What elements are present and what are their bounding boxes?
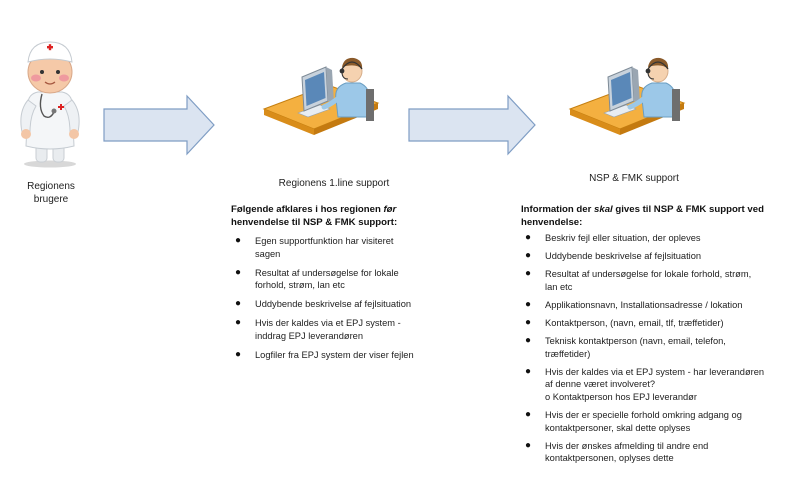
bullet-icon: ●	[525, 232, 532, 243]
support-agent-icon	[568, 55, 686, 141]
bullet-icon: ●	[235, 317, 242, 329]
users-label-line: brugere	[33, 194, 69, 205]
bullet-icon: ●	[235, 235, 242, 246]
list-item-line: kontaktpersonen, oplyses dette	[545, 453, 674, 464]
list-item-line: inddrag EPJ leverandøren	[255, 331, 364, 342]
users-label-line: Regionens	[27, 181, 75, 192]
list-item-line: Uddybende beskrivelse af fejlsituation	[545, 251, 702, 262]
nurse-figure-icon	[14, 38, 88, 168]
list-item: ● Hvis der kaldes via et EPJ system - har…	[521, 366, 791, 404]
list-item: ● Hvis der ønskes afmelding til andre end…	[521, 440, 791, 465]
bullet-icon: ●	[235, 266, 242, 278]
left-bullet-list: ● Egen supportfunktion har visiteret sagen…	[231, 235, 461, 368]
list-item: ● Teknisk kontaktperson (navn, email, tel…	[521, 335, 791, 360]
list-item: ● Egen supportfunktion har visiteret sagen	[231, 235, 461, 260]
bullet-icon: ●	[525, 365, 532, 377]
list-item-line: Hvis der kaldes via et EPJ system - har …	[545, 366, 765, 377]
list-item-line: Hvis der ønskes afmelding til andre end	[545, 440, 709, 451]
list-item: ● Hvis der er specielle forhold omkring a…	[521, 409, 791, 434]
heading-text: gives til NSP & FMK support ved	[612, 204, 764, 215]
list-item-line: lan etc	[545, 281, 573, 292]
heading-text: Information der	[521, 204, 595, 215]
list-item: ● Hvis der kaldes via et EPJ system - indd…	[231, 317, 461, 342]
list-item: ● Resultat af undersøgelse for lokale for…	[521, 268, 791, 293]
list-item-line: Teknisk kontaktperson (navn, email, tele…	[545, 336, 726, 347]
list-item: ● Uddybende beskrivelse af fejlsituation	[231, 298, 461, 311]
bullet-icon: ●	[235, 298, 242, 310]
list-item-line: forhold, strøm, lan etc	[255, 280, 345, 291]
list-item-line: Logfiler fra EPJ system der viser fejlen	[255, 350, 414, 361]
list-item: ● Uddybende beskrivelse af fejlsituation	[521, 250, 791, 263]
list-item-line: Resultat af undersøgelse for lokale	[255, 267, 399, 278]
list-item-line: sagen	[255, 248, 281, 259]
bullet-icon: ●	[235, 349, 242, 361]
right-arrow-icon	[103, 94, 215, 156]
left-heading-line-2: henvendelse til NSP & FMK support:	[231, 217, 398, 228]
users-label: Regionens brugere	[14, 180, 88, 206]
bullet-icon: ●	[525, 298, 532, 310]
right-bullet-list: ● Beskriv fejl eller situation, der oplev…	[521, 232, 791, 470]
list-item-line: Kontaktperson, (navn, email, tlf, træffe…	[545, 317, 724, 328]
list-item-line: Applikationsnavn, Installationsadresse /…	[545, 299, 743, 310]
list-item: ● Resultat af undersøgelse for lokale forh…	[231, 267, 461, 292]
bullet-icon: ●	[525, 409, 532, 421]
right-arrow-icon	[408, 94, 536, 156]
left-heading-line-1: Følgende afklares i hos regionen før	[231, 203, 451, 216]
list-item: ● Logfiler fra EPJ system der viser fejle…	[231, 349, 461, 362]
list-item: ● Beskriv fejl eller situation, der oplev…	[521, 232, 791, 245]
right-heading-line-1: Information der skal gives til NSP & FMK…	[521, 203, 791, 216]
list-item: ● Kontaktperson, (navn, email, tlf, træff…	[521, 317, 791, 330]
list-item-line: af denne været involveret?	[545, 379, 656, 390]
list-item: ● Applikationsnavn, Installationsadresse …	[521, 299, 791, 312]
list-item-line: Egen supportfunktion har visiteret	[255, 236, 394, 246]
bullet-icon: ●	[525, 316, 532, 328]
heading-emphasis: skal	[594, 204, 613, 215]
list-item-line: træffetider)	[545, 348, 591, 359]
list-item-line: o Kontaktperson hos EPJ leverandør	[545, 391, 697, 402]
support-agent-icon	[262, 55, 380, 141]
left-block-heading: Følgende afklares i hos regionen før hen…	[231, 203, 451, 229]
list-item-line: Resultat af undersøgelse for lokale forh…	[545, 269, 752, 280]
bullet-icon: ●	[525, 335, 532, 347]
list-item-line: Uddybende beskrivelse af fejlsituation	[255, 299, 412, 310]
list-item-line: Beskriv fejl eller situation, der opleve…	[545, 233, 701, 243]
heading-text: Følgende afklares i hos regionen	[231, 204, 384, 215]
bullet-icon: ●	[525, 268, 532, 280]
heading-emphasis: før	[383, 204, 397, 215]
right-block-heading: Information der skal gives til NSP & FMK…	[521, 203, 791, 229]
list-item-line: Hvis der er specielle forhold omkring ad…	[545, 410, 742, 421]
right-heading-line-2: henvendelse:	[521, 217, 583, 228]
first-line-label: Regionens 1.line support	[278, 178, 390, 189]
list-item-line: kontaktpersoner, skal dette oplyses	[545, 422, 691, 433]
nsp-fmk-label: NSP & FMK support	[589, 173, 679, 184]
bullet-icon: ●	[525, 439, 532, 451]
bullet-icon: ●	[525, 250, 532, 262]
list-item-line: Hvis der kaldes via et EPJ system -	[255, 318, 401, 329]
